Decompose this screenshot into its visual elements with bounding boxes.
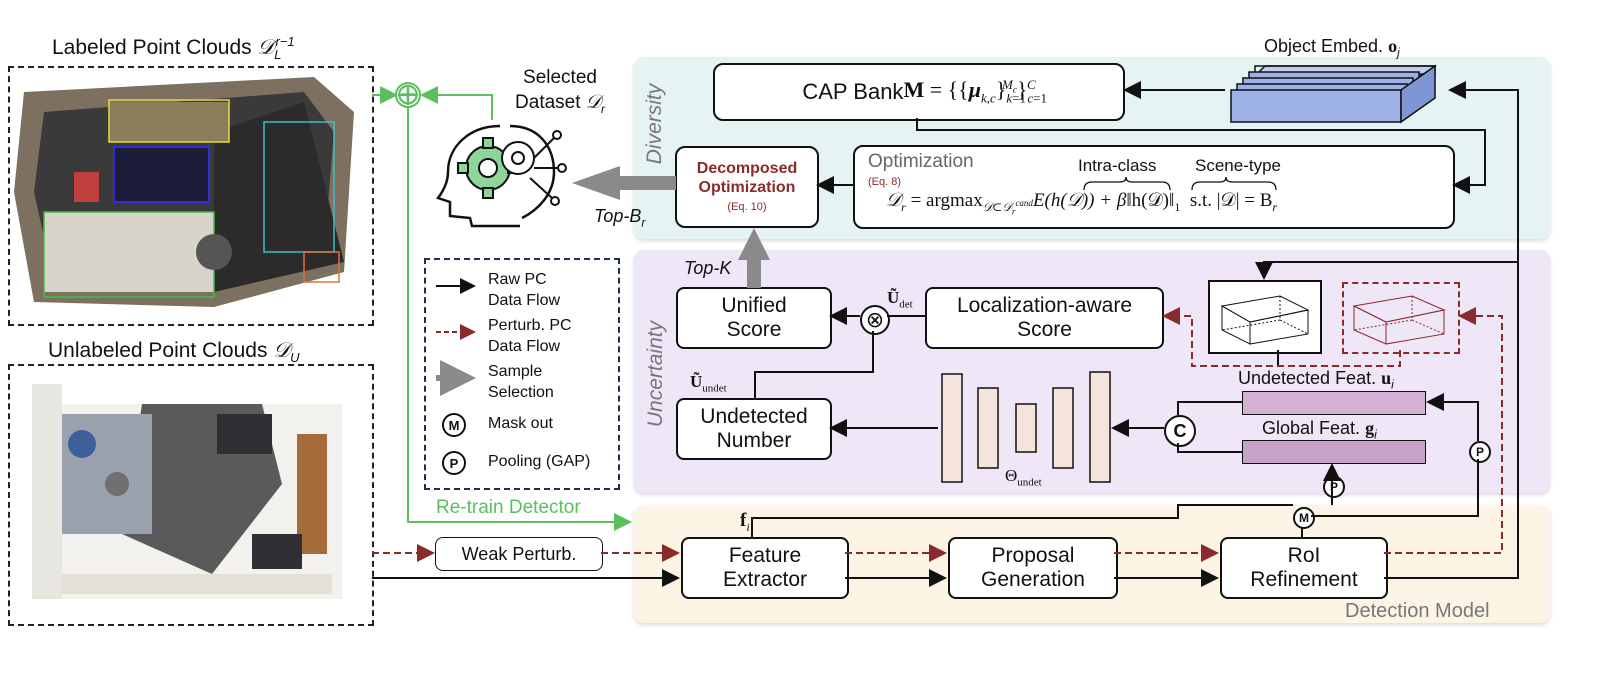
labeled-point-clouds-title: Labeled Point Clouds 𝒟Lr−1 bbox=[52, 34, 295, 63]
concat-node: C bbox=[1164, 415, 1196, 447]
detection-model-label: Detection Model bbox=[1345, 600, 1490, 622]
global-feat-bar bbox=[1242, 440, 1426, 464]
global-feat-label: Global Feat. gi bbox=[1262, 418, 1377, 442]
unlabeled-point-clouds-title: Unlabeled Point Clouds 𝒟U bbox=[48, 338, 300, 366]
detected-box-3d bbox=[1208, 280, 1322, 354]
top-k-label: Top-K bbox=[684, 258, 732, 278]
object-embed-label: Object Embed. oj bbox=[1264, 36, 1400, 60]
multiply-node: ⊗ bbox=[860, 305, 890, 335]
object-embed-stack bbox=[1225, 58, 1445, 128]
labeled-point-cloud-image bbox=[14, 72, 364, 318]
plus-node: ⊕ bbox=[395, 78, 421, 111]
unlabeled-point-cloud-image bbox=[22, 374, 362, 614]
legend-mask-icon: M bbox=[442, 413, 466, 437]
top-br-label: Top-Br bbox=[594, 206, 646, 230]
u-det-label: Ũdet bbox=[887, 288, 913, 311]
optimization-title: Optimization bbox=[868, 151, 974, 172]
cap-bank-box: CAP Bank M = {{μk,c}k=1Mc}c=1C bbox=[713, 63, 1125, 121]
uncertainty-label: Uncertainty bbox=[644, 320, 667, 428]
unlabeled-point-cloud-frame bbox=[8, 364, 374, 626]
undetected-feat-bar bbox=[1242, 391, 1426, 415]
legend-pool-icon: P bbox=[442, 451, 466, 475]
intra-class-label: Intra-class bbox=[1078, 156, 1157, 175]
localization-aware-score-box: Localization-aware Score bbox=[925, 287, 1164, 349]
theta-undet-label: Θundet bbox=[1005, 466, 1042, 489]
undetected-number-box: Undetected Number bbox=[676, 398, 832, 460]
unified-score-box: Unified Score bbox=[676, 287, 832, 349]
u-undet-label: Ũundet bbox=[690, 372, 727, 395]
retrain-detector-label: Re-train Detector bbox=[436, 497, 581, 518]
ai-brain-gears-icon bbox=[430, 118, 570, 228]
optimization-eq-ref: (Eq. 8) bbox=[868, 176, 902, 188]
perturbed-box-3d bbox=[1342, 282, 1460, 354]
undetected-feat-label: Undetected Feat. ui bbox=[1238, 368, 1394, 392]
legend-mask-label: Mask out bbox=[488, 415, 553, 432]
decomposed-optimization-box: Decomposed Optimization (Eq. 10) bbox=[675, 146, 819, 228]
labeled-point-cloud-frame bbox=[8, 66, 374, 326]
theta-undet-network bbox=[938, 368, 1118, 486]
selected-dataset-label: Selected Dataset 𝒟r bbox=[515, 67, 605, 116]
scene-type-label: Scene-type bbox=[1195, 156, 1281, 175]
diversity-label: Diversity bbox=[643, 83, 666, 165]
pool-node-undet: P bbox=[1469, 441, 1491, 463]
f-i-label: fi bbox=[740, 510, 750, 534]
legend-pool-label: Pooling (GAP) bbox=[488, 453, 591, 470]
mask-node: M bbox=[1293, 507, 1315, 529]
pool-node-global: P bbox=[1323, 476, 1345, 498]
weak-perturb-box: Weak Perturb. bbox=[435, 537, 603, 571]
optimization-formula: 𝒟r = argmax𝒟⊂𝒟rcandE(h(𝒟)) + β‖h(𝒟)‖1 s.… bbox=[886, 190, 1278, 217]
